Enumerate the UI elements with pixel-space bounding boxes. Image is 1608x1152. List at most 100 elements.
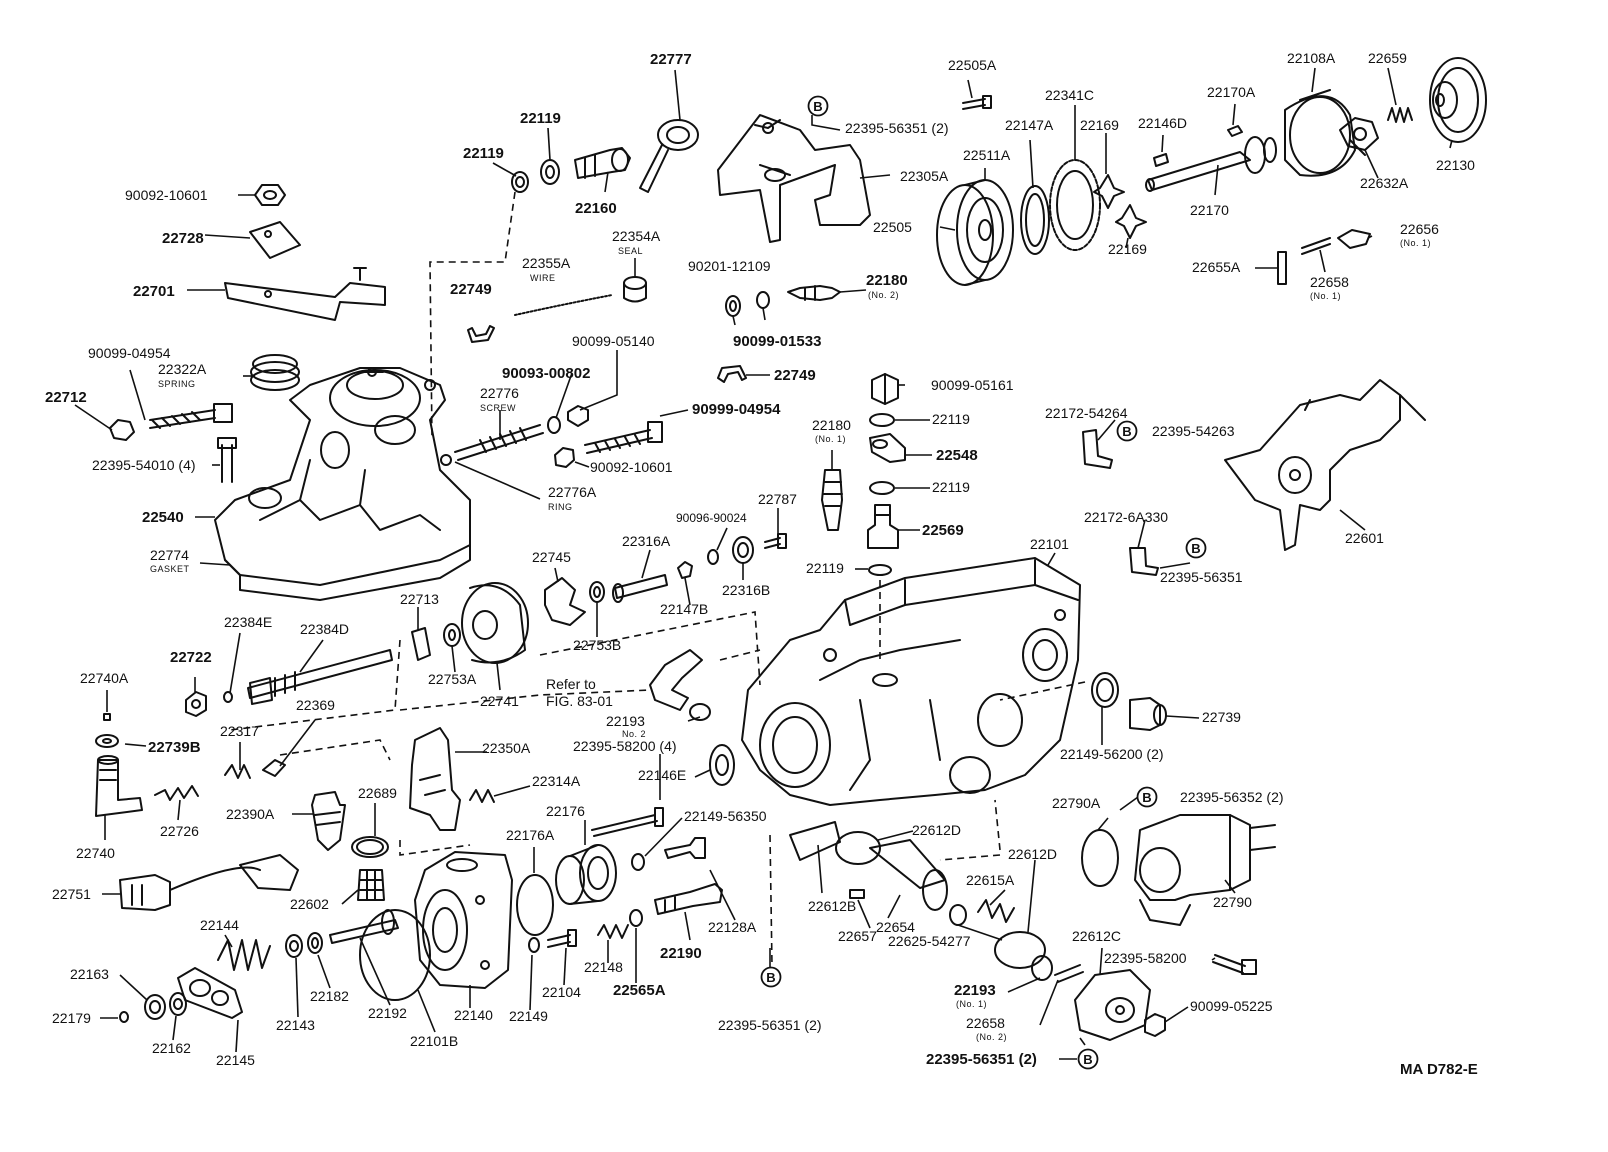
plug-22179 <box>119 1011 129 1023</box>
label-22101B: 22101B <box>410 1033 458 1049</box>
plate-22713 <box>411 627 431 661</box>
washer-22149 <box>528 937 540 953</box>
label-22749: 22749 <box>450 281 492 298</box>
label-90099-04954: 90099-04954 <box>88 345 171 361</box>
valve-22390A <box>311 791 346 851</box>
label-22355A: 22355A <box>522 255 571 271</box>
label-22145: 22145 <box>216 1052 255 1068</box>
label-22104: 22104 <box>542 984 581 1000</box>
gear-22341C <box>1049 159 1101 251</box>
ring-22384E <box>223 691 233 703</box>
pulley-22505 <box>936 179 1014 286</box>
label-22193: 22193 <box>606 713 645 729</box>
label-refer-to: Refer to <box>546 676 596 692</box>
nut-90099-05225 <box>1144 1013 1166 1037</box>
coupling-22169-b <box>1115 204 1147 239</box>
nut-90099-05140 <box>567 405 589 427</box>
label-22182: 22182 <box>310 988 349 1004</box>
assembly-lines <box>229 191 1086 966</box>
washer-22163 <box>144 994 166 1020</box>
label-22149: 22149 <box>509 1008 548 1024</box>
label-22130: 22130 <box>1436 157 1475 173</box>
shaft-22160 <box>574 147 631 179</box>
label-22119: 22119 <box>520 110 561 127</box>
label-22395-58200: 22395-58200 (4) <box>573 738 677 754</box>
pin-22658-no2 <box>1054 964 1084 983</box>
regulator-22176 <box>555 844 617 905</box>
drive-shaft-22170 <box>1145 136 1277 192</box>
oring-22689 <box>351 836 389 858</box>
label-22659: 22659 <box>1368 50 1407 66</box>
label-90201-12109: 90201-12109 <box>688 258 771 274</box>
washer-22739B <box>95 734 119 748</box>
sublabel-screw: SCREW <box>480 403 516 413</box>
washer-22143 <box>285 934 303 958</box>
nut-22712 <box>109 419 135 441</box>
oring-22739 <box>1091 672 1119 708</box>
oring-22193-no1 <box>1031 955 1053 981</box>
label-22753B: 22753B <box>573 637 621 653</box>
label-22119: 22119 <box>463 145 504 162</box>
lever-22777 <box>639 119 699 193</box>
nut-90092-10601 <box>254 184 286 206</box>
sublabel-no2: No. 2 <box>622 729 646 739</box>
pin-22655A <box>1277 251 1287 285</box>
label-22369: 22369 <box>296 697 335 713</box>
label-22658: 22658 <box>966 1015 1005 1031</box>
bracket-22305A <box>717 114 871 243</box>
label-22148: 22148 <box>584 959 623 975</box>
sleeve-22654 <box>869 839 948 911</box>
label-22354A: 22354A <box>612 228 661 244</box>
spring-22615A <box>977 899 1015 923</box>
cover-22612C <box>1074 969 1151 1041</box>
label-22163: 22163 <box>70 966 109 982</box>
label-22751: 22751 <box>52 886 91 902</box>
label-22169: 22169 <box>1108 241 1147 257</box>
label-22140: 22140 <box>454 1007 493 1023</box>
label-22395-56351: 22395-56351 <box>1160 569 1243 585</box>
label-22776A: 22776A <box>548 484 597 500</box>
svg-text:B: B <box>766 970 775 985</box>
label-90099-05161: 90099-05161 <box>931 377 1014 393</box>
part-22740A <box>103 713 111 721</box>
sublabel-spring: SPRING <box>158 379 196 389</box>
seal-22354A <box>623 276 647 303</box>
label-22790: 22790 <box>1213 894 1252 910</box>
spring-22314A <box>469 789 495 803</box>
label-22615A: 22615A <box>966 872 1015 888</box>
b-marker-3: B <box>1185 537 1207 559</box>
label-22172-54264: 22172-54264 <box>1045 405 1128 421</box>
washer-22625-54277 <box>949 904 967 926</box>
pump-body-22140 <box>414 851 513 989</box>
label-22511A: 22511A <box>963 147 1011 163</box>
label-90099-01533: 90099-01533 <box>733 333 821 350</box>
label-90092-10601: 90092-10601 <box>590 459 673 475</box>
label-22314A: 22314A <box>532 773 581 789</box>
label-22790A: 22790A <box>1052 795 1101 811</box>
leader-lines <box>74 67 1453 1060</box>
nut-90092-10601-b <box>554 447 575 468</box>
oring-22612D-a <box>835 831 881 865</box>
svg-text:B: B <box>1122 424 1131 439</box>
shaft-22192 <box>329 909 399 944</box>
nut-22722 <box>185 691 207 717</box>
pin-22657 <box>849 889 865 899</box>
washer-22753B <box>589 581 605 603</box>
label-22787: 22787 <box>758 491 797 507</box>
label-22395-56351: 22395-56351 (2) <box>718 1017 822 1033</box>
svg-text:B: B <box>1083 1052 1092 1067</box>
spring-22144 <box>217 939 271 971</box>
label-22341C: 22341C <box>1045 87 1094 103</box>
label-90092-10601: 90092-10601 <box>125 187 208 203</box>
label-22119: 22119 <box>806 560 844 576</box>
label-22160: 22160 <box>575 200 617 217</box>
washer-22162 <box>169 992 187 1016</box>
label-22190: 22190 <box>660 945 702 962</box>
label-22316B: 22316B <box>722 582 770 598</box>
b-marker-4: B <box>1136 786 1158 808</box>
bracket-22172-6A330 <box>1129 547 1159 576</box>
washer-22182 <box>307 932 323 954</box>
label-22305A: 22305A <box>900 168 949 184</box>
label-22632A: 22632A <box>1360 175 1409 191</box>
b-marker-5: B <box>760 966 782 988</box>
